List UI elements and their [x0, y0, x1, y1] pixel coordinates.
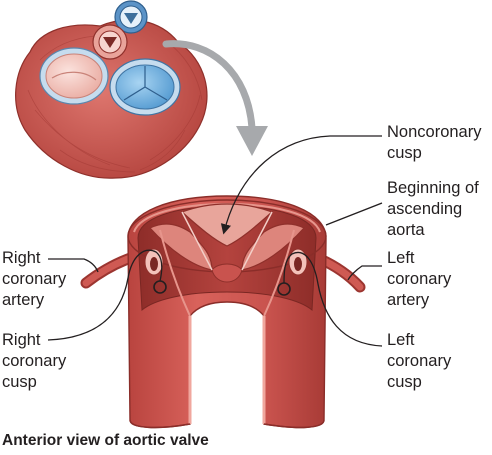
ascending-aorta-leader — [325, 202, 383, 226]
label-noncoronary-cusp: Noncoronary cusp — [387, 123, 482, 162]
label-left-coronary-artery: Left coronary artery — [387, 249, 452, 309]
aortic-valve-small — [92, 24, 128, 60]
right-coronary-cusp-leader — [47, 249, 163, 341]
tricuspid-valve — [109, 58, 181, 116]
right-coronary-ostium — [144, 248, 164, 276]
noncoronary-leader — [220, 135, 382, 235]
aortic-root-cutaway — [80, 195, 366, 429]
left-coronary-cusp-leader — [283, 251, 383, 347]
right-coronary-cusp-shape — [149, 223, 213, 271]
mitral-valve — [39, 47, 109, 105]
figure-caption: Anterior view of aortic valve — [2, 432, 209, 449]
label-left-coronary-cusp: Left coronary cusp — [387, 331, 452, 391]
right-coronary-artery-leader — [48, 258, 99, 273]
left-coronary-cusp-shape — [241, 223, 305, 271]
left-coronary-artery-leader — [347, 265, 382, 281]
left-coronary-ostium — [288, 248, 308, 276]
pulmonary-valve — [114, 0, 148, 34]
leader-lines — [47, 135, 383, 347]
label-right-coronary-artery: Right coronary artery — [2, 249, 67, 309]
label-right-coronary-cusp: Right coronary cusp — [2, 331, 67, 391]
heart-base-view — [15, 0, 208, 179]
label-ascending-aorta: Beginning of ascending aorta — [387, 179, 479, 239]
view-direction-arrow — [162, 40, 268, 156]
